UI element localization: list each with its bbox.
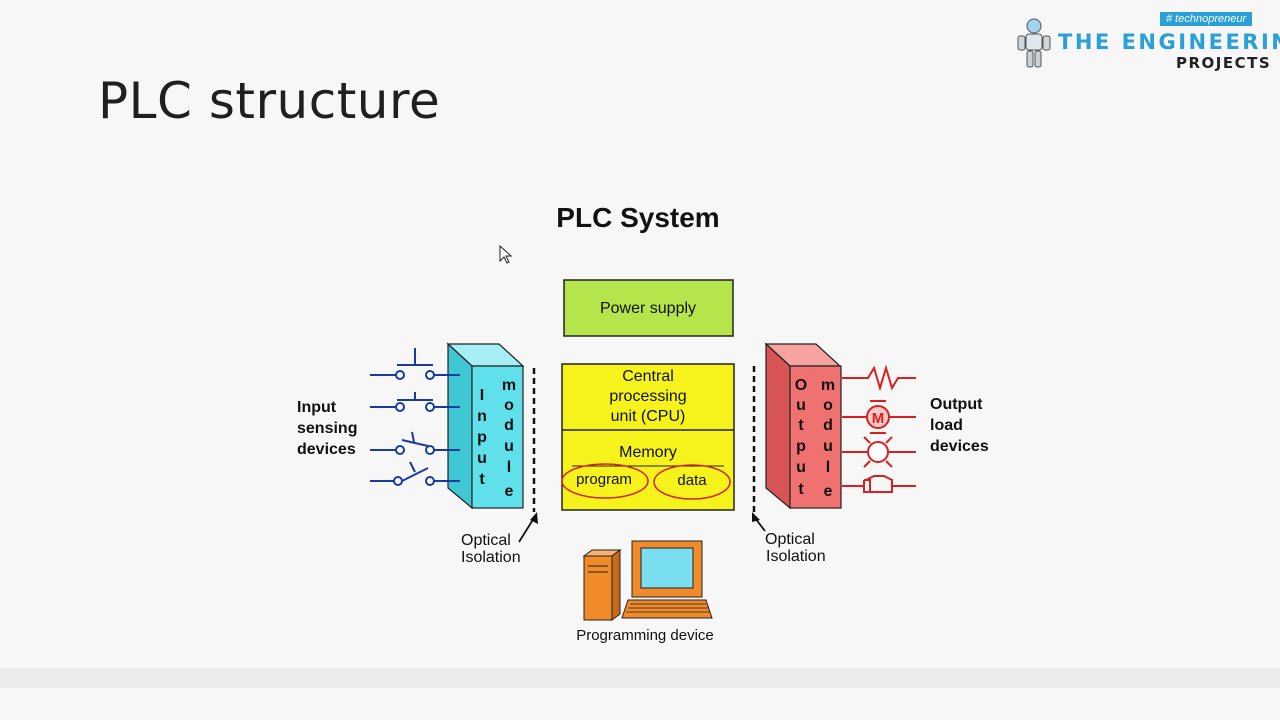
mouse-cursor-icon — [499, 245, 513, 264]
input-switch-2 — [370, 392, 460, 412]
output-module-letter: m — [821, 377, 835, 394]
input-switch-3 — [370, 431, 460, 455]
output-module-letter: l — [826, 459, 830, 476]
output-module-side — [789, 365, 842, 509]
input-devices-line1: Input — [297, 399, 337, 416]
optical-isolation-left-label-1: Optical — [461, 532, 511, 549]
cpu-label-line3: unit (CPU) — [611, 408, 686, 425]
output-devices-line3: devices — [930, 438, 989, 455]
optical-isolation-right-label-1: Optical — [765, 531, 815, 548]
output-letter: u — [796, 459, 806, 476]
input-switches — [370, 348, 460, 486]
motor-symbol — [842, 400, 916, 434]
input-devices-line3: devices — [297, 441, 356, 458]
power-supply-label: Power supply — [600, 300, 696, 317]
output-devices-line2: load — [930, 417, 963, 434]
motor-label: M — [872, 410, 885, 427]
logo-hashtag: # technopreneur — [1160, 12, 1253, 26]
input-letter: u — [477, 450, 487, 467]
input-module-letter: e — [505, 483, 514, 500]
optical-isolation-right-label-2: Isolation — [766, 548, 826, 565]
input-switch-4 — [370, 461, 460, 486]
lamp-symbol — [842, 436, 916, 468]
output-letter: O — [795, 377, 807, 394]
cpu-box — [561, 363, 735, 511]
memory-label: Memory — [619, 444, 677, 461]
input-letter: I — [480, 387, 484, 404]
slide-title: PLC structure — [98, 72, 441, 130]
input-switch-1 — [370, 348, 460, 380]
input-module-letter: o — [504, 397, 514, 414]
logo-engineering: ENGINEERING — [1121, 30, 1280, 54]
output-module-letter: e — [824, 483, 833, 500]
program-oval — [561, 463, 649, 499]
output-loads: M — [842, 364, 916, 493]
input-module-front — [447, 342, 473, 510]
output-module-letter: d — [823, 417, 833, 434]
input-module-letter: u — [504, 438, 514, 455]
output-devices-line1: Output — [930, 396, 983, 413]
output-module-letter: u — [823, 438, 833, 455]
logo-line2: PROJECTS — [1176, 54, 1272, 72]
output-resistor-symbol — [842, 364, 916, 392]
output-letter: u — [796, 397, 806, 414]
logo-line1: THE ENGINEERING — [1058, 30, 1280, 54]
data-oval — [653, 464, 731, 500]
output-module-front — [765, 342, 791, 510]
output-module-text: O u t p u t m o d u l e — [795, 377, 835, 500]
input-module-text: I n p u t m o d u l e — [477, 377, 516, 500]
programming-device-label: Programming device — [576, 627, 714, 644]
input-module-letter: m — [502, 377, 516, 394]
horn-symbol — [842, 475, 916, 493]
faded-bottom-bar — [0, 668, 1280, 688]
logo-the: THE — [1058, 30, 1112, 54]
output-letter: t — [798, 481, 804, 498]
output-module-letter: o — [823, 397, 833, 414]
input-letter: p — [477, 429, 487, 446]
optical-isolation-left-label-2: Isolation — [461, 549, 521, 566]
input-letter: n — [477, 408, 487, 425]
input-module-letter: d — [504, 417, 514, 434]
output-letter: t — [798, 417, 804, 434]
program-label: program — [576, 471, 632, 488]
optical-isolation-left-arrow — [518, 512, 538, 543]
power-supply-box — [563, 279, 734, 337]
diagram-title: PLC System — [556, 202, 719, 233]
input-devices-line2: sensing — [297, 420, 357, 437]
input-letter: t — [479, 471, 485, 488]
input-module-side — [471, 365, 524, 509]
data-label: data — [677, 472, 707, 489]
input-module-letter: l — [507, 459, 511, 476]
cpu-label-line2: processing — [609, 388, 686, 405]
computer-icon — [582, 540, 713, 621]
cpu-label-line1: Central — [622, 368, 674, 385]
robot-icon — [1017, 18, 1051, 68]
optical-isolation-right-arrow — [752, 512, 766, 532]
brand-logo[interactable]: # technopreneur THE ENGINEERING PROJECTS — [1010, 12, 1280, 72]
output-letter: p — [796, 438, 806, 455]
